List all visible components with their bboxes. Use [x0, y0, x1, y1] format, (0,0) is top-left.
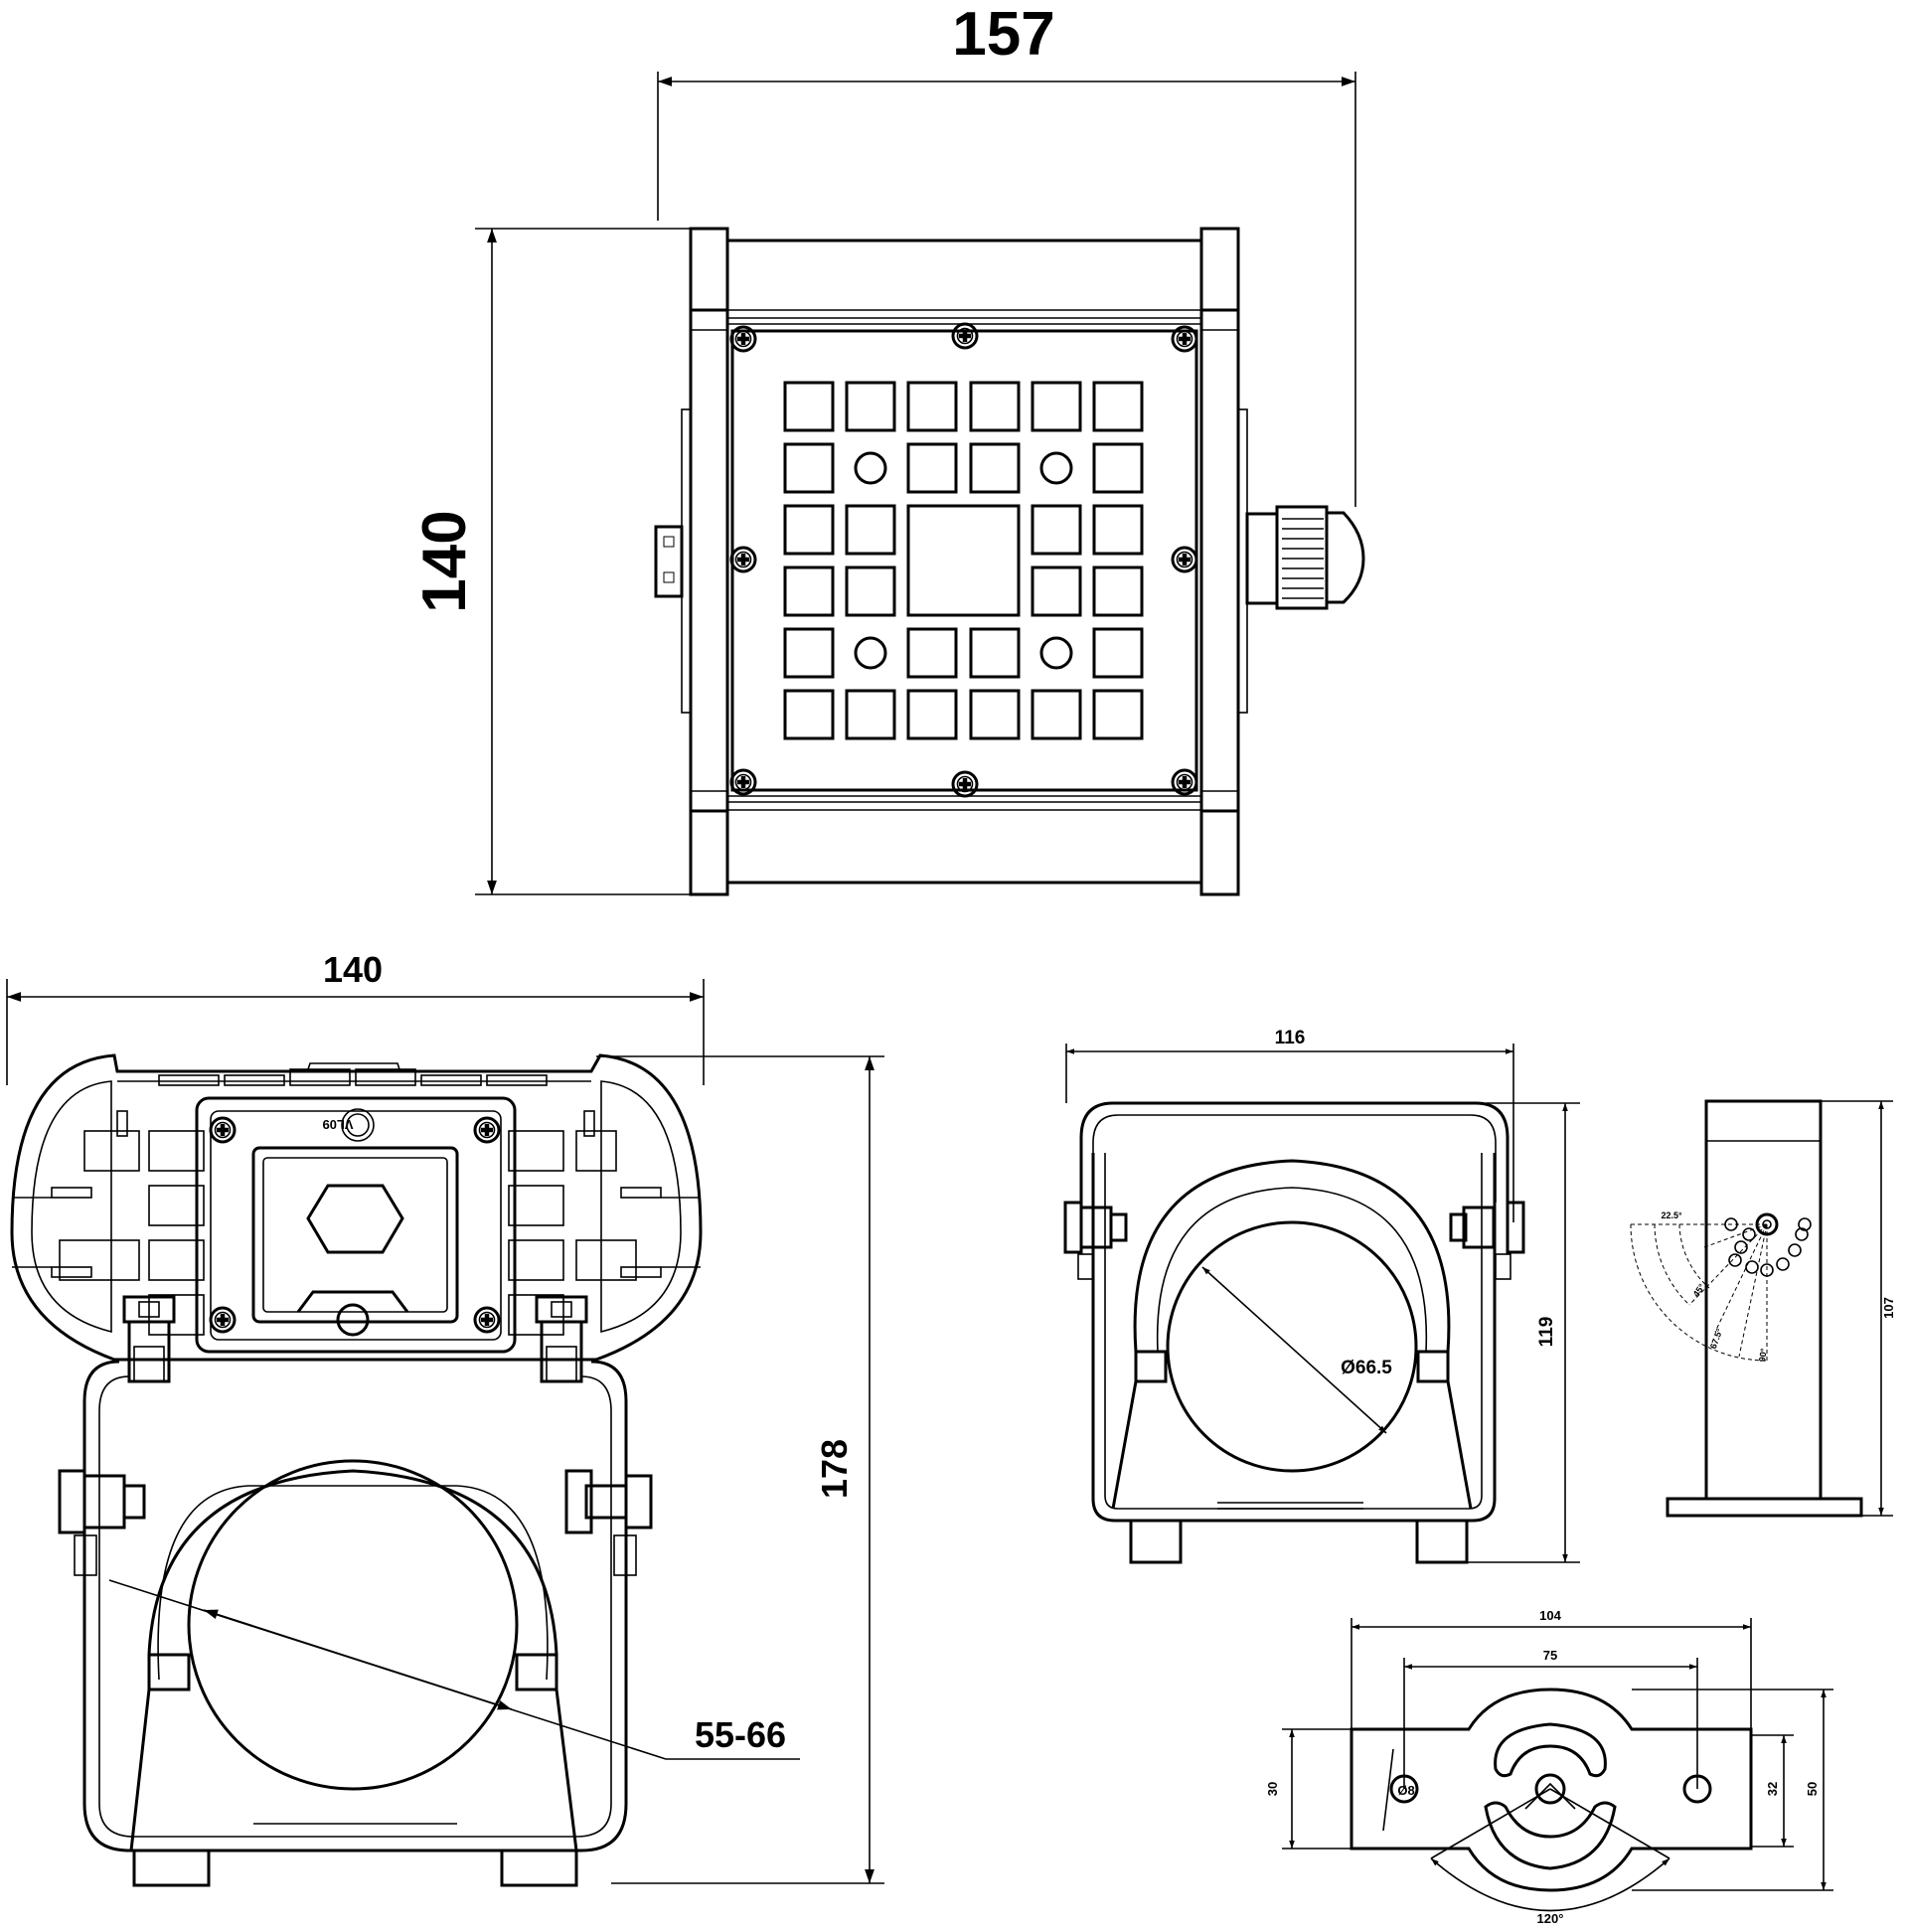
nameplate-label: VL09: [322, 1117, 353, 1132]
side-width-label: 140: [323, 949, 383, 990]
base-hole-spacing-label: 75: [1543, 1648, 1557, 1663]
clamp-range-label: 55-66: [695, 1714, 786, 1755]
base-hole-label: Ø8: [1397, 1783, 1414, 1798]
bracket-side-height-label: 107: [1881, 1297, 1896, 1319]
bracket-front-view: 116 119 Ø66.5: [1063, 1028, 1580, 1564]
base-height-outer-label: 50: [1805, 1782, 1820, 1796]
side-height-label: 178: [814, 1439, 855, 1499]
bracket-height-label: 119: [1536, 1317, 1557, 1348]
angle-67-5-label: 67.5°: [1708, 1327, 1725, 1351]
bracket-side-view: 107 22.5° 45° 67.5° 90°: [1630, 1099, 1896, 1518]
front-height-label: 140: [410, 510, 479, 612]
bracket-width-label: 116: [1275, 1028, 1306, 1048]
front-width-label: 157: [952, 0, 1054, 69]
base-height-inner-label: 32: [1765, 1782, 1780, 1796]
base-swing-angle-label: 120°: [1537, 1911, 1564, 1926]
base-height-left-label: 30: [1265, 1782, 1280, 1796]
bracket-base-view: 104 75 Ø8 30 32 50: [1265, 1608, 1833, 1926]
front-view: 157 140: [410, 0, 1365, 896]
bracket-diameter-label: Ø66.5: [1341, 1358, 1392, 1378]
led-grid: [783, 381, 1144, 740]
angle-90-label: 90°: [1757, 1348, 1769, 1364]
angle-22-5-label: 22.5°: [1661, 1210, 1682, 1220]
base-width-label: 104: [1539, 1608, 1561, 1623]
side-view: 140 178: [6, 949, 884, 1887]
